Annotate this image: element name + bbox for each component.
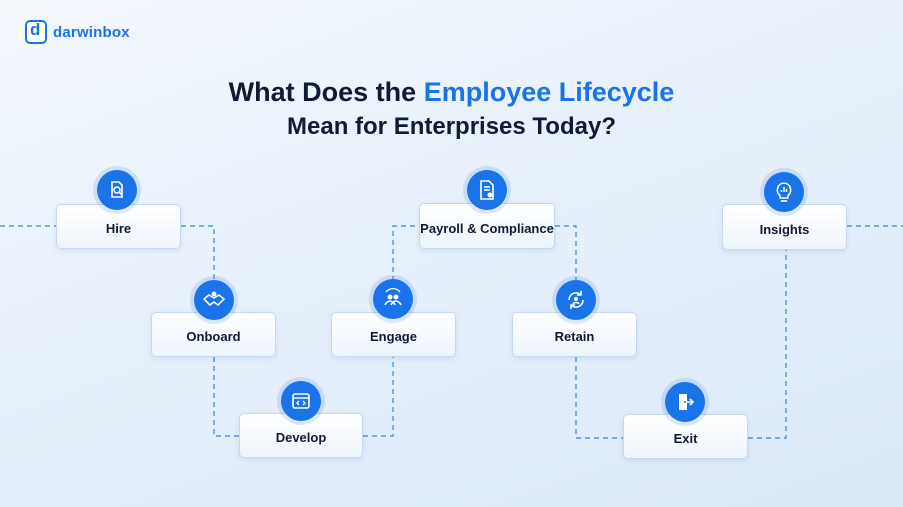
connector-retain-exit [575, 357, 623, 439]
connector-develop-engage [363, 357, 394, 437]
stage-label: Payroll & Compliance [420, 220, 554, 236]
title-line2: Mean for Enterprises Today? [287, 113, 616, 140]
darwinbox-logo-icon [25, 20, 47, 44]
stage-label: Onboard [186, 329, 241, 344]
title-prefix: What Does the [228, 77, 424, 107]
connector-onboard-develop [213, 357, 239, 437]
magnifier-document-icon [97, 170, 137, 210]
stage-label: Engage [370, 329, 417, 344]
stage-label: Develop [275, 430, 327, 445]
code-window-icon [281, 381, 321, 421]
people-cycle-icon [373, 279, 413, 319]
exit-door-icon [665, 382, 705, 422]
stage-label: Retain [554, 329, 595, 344]
connector-hire-onboard [181, 225, 215, 290]
stage-label: Insights [759, 221, 810, 237]
stage-label: Exit [673, 431, 698, 446]
page-title: What Does the Employee Lifecycle Mean fo… [0, 74, 903, 144]
payroll-document-icon [467, 170, 507, 210]
handshake-icon [194, 280, 234, 320]
connector-payroll-retain [555, 225, 577, 290]
connector-exit-insights [748, 250, 787, 439]
title-highlight: Employee Lifecycle [423, 77, 675, 107]
brand-logo: darwinbox [25, 20, 130, 44]
refresh-person-icon [556, 280, 596, 320]
connector-engage-payroll [392, 225, 419, 290]
bulb-chart-icon [764, 172, 804, 212]
brand-name: darwinbox [53, 23, 130, 41]
stage-hire: Hire [56, 204, 181, 249]
stage-label: Hire [105, 221, 132, 236]
